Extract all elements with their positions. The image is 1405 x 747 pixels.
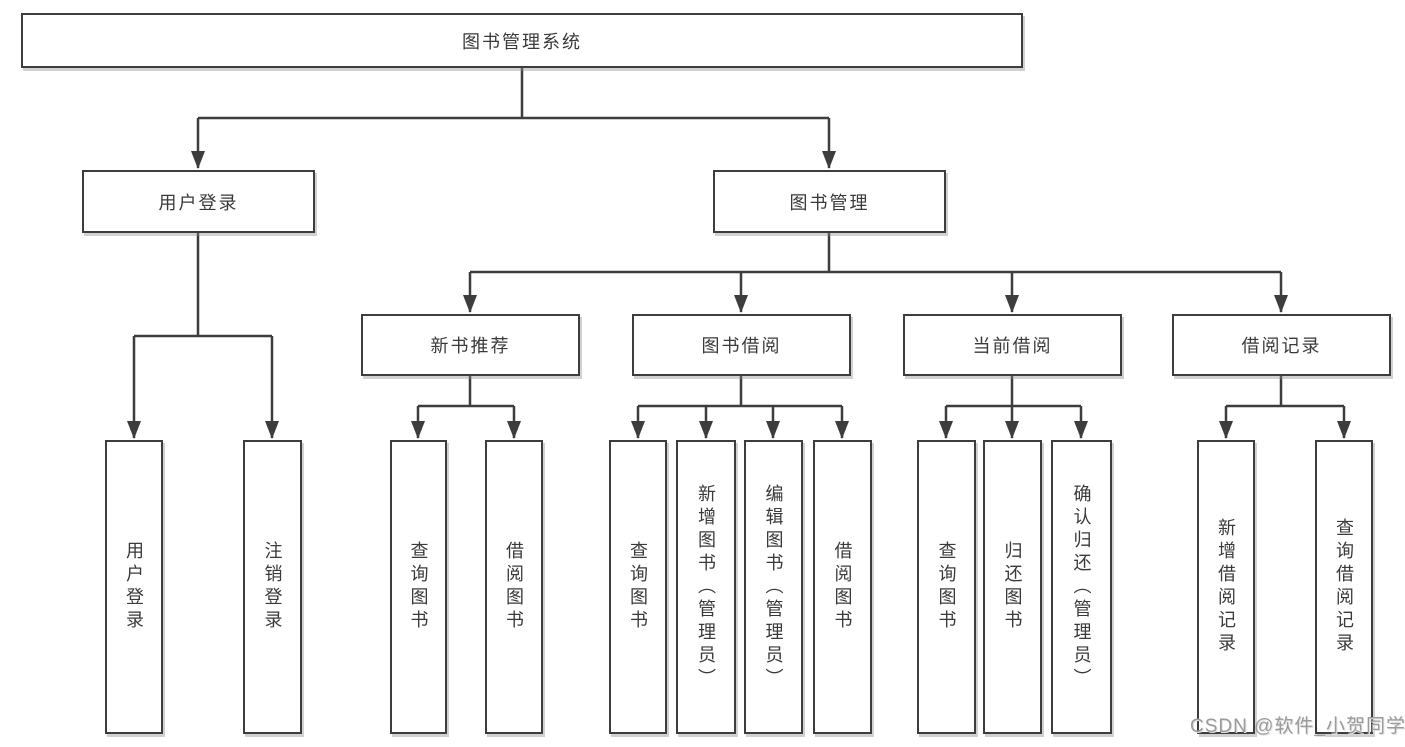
node-edit-books-admin-leaf: 编辑图书（管理员） [744,440,803,734]
node-library-management-system: 图书管理系统 [21,13,1023,68]
node-current-borrowing: 当前借阅 [903,314,1122,376]
node-borrow-books-recommend-leaf: 借阅图书 [485,440,543,734]
node-query-books-borrowing-leaf: 查询图书 [609,440,667,734]
node-query-books-recommend-leaf: 查询图书 [390,440,447,734]
node-borrow-books-borrowing-leaf: 借阅图书 [813,440,872,734]
node-query-books-current-leaf: 查询图书 [917,440,976,734]
node-book-management: 图书管理 [713,170,946,233]
node-logout-login-leaf: 注销登录 [243,440,302,734]
node-confirm-return-admin-leaf: 确认归还（管理员） [1051,440,1112,734]
node-query-borrow-record-leaf: 查询借阅记录 [1315,440,1373,734]
node-add-books-admin-leaf: 新增图书（管理员） [676,440,736,734]
node-borrowing-records: 借阅记录 [1172,314,1391,376]
node-add-borrow-record-leaf: 新增借阅记录 [1197,440,1255,734]
node-return-books-leaf: 归还图书 [983,440,1042,734]
node-user-login: 用户登录 [82,170,315,233]
node-new-book-recommendation: 新书推荐 [361,314,580,376]
node-book-borrowing: 图书借阅 [632,314,851,376]
node-user-login-leaf: 用户登录 [105,440,163,734]
csdn-watermark: CSDN @软件_小贺同学 [1190,716,1405,737]
